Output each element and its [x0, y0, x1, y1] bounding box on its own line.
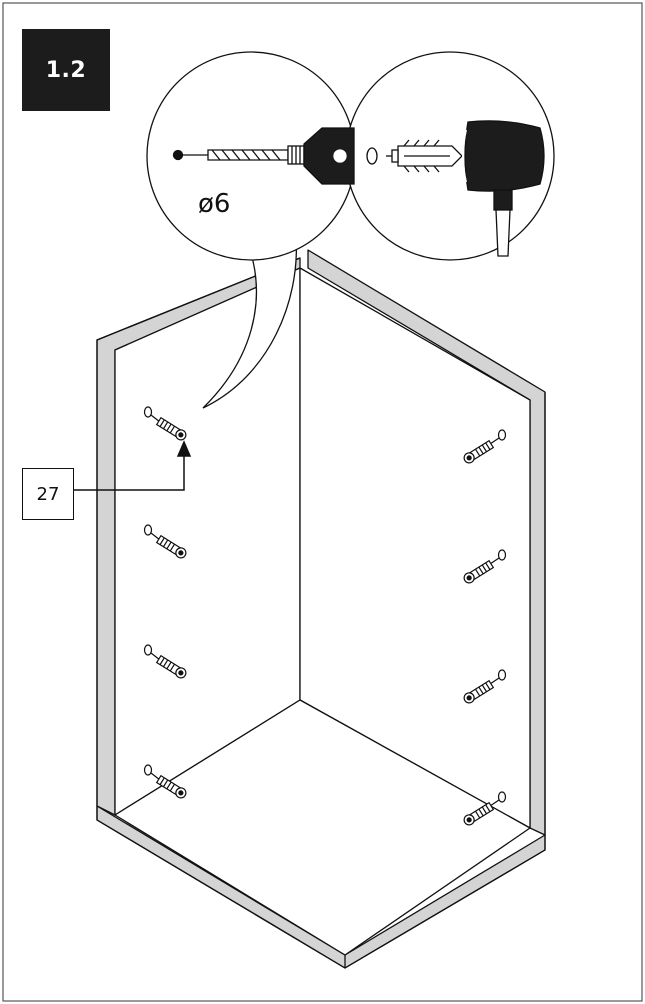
- part-number-box: 27: [22, 468, 74, 520]
- wall-plug-detail-icon: [366, 139, 463, 173]
- right-plug-set: [463, 429, 507, 826]
- drill-size-label: ø6: [198, 189, 231, 219]
- wall-plug-icon: [463, 549, 507, 584]
- part-callout-leader: [74, 440, 192, 491]
- bottom-panel-face: [114, 699, 531, 956]
- left-plug-set: [143, 406, 187, 799]
- bubble-tail: [202, 237, 297, 409]
- mallet-icon: [462, 120, 545, 257]
- wall-plug-icon: [463, 669, 507, 704]
- wall-plug-icon: [143, 406, 187, 441]
- cabinet-carcass: [96, 249, 546, 969]
- wall-plug-icon: [143, 764, 187, 799]
- wall-plug-icon: [143, 524, 187, 559]
- arrow-up-icon: [176, 440, 192, 457]
- wall-plug-icon: [463, 429, 507, 464]
- wall-plug-icon: [143, 644, 187, 679]
- drill-icon: [172, 127, 355, 185]
- wall-plug-icon: [463, 791, 507, 826]
- step-number-badge: 1.2: [22, 29, 110, 111]
